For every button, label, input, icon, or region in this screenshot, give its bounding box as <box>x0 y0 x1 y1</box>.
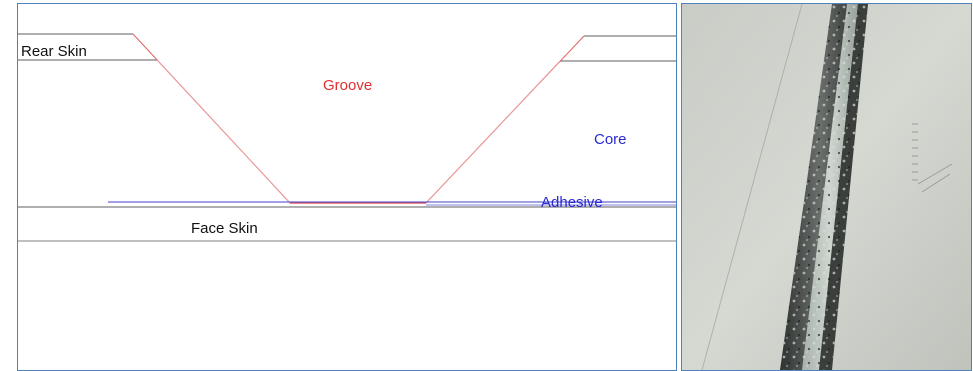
rear-skin-label: Rear Skin <box>21 43 87 60</box>
photo-right-marks <box>912 123 953 193</box>
groove-label: Groove <box>323 77 372 94</box>
groove-strip-speckle <box>780 4 868 370</box>
diagram-canvas: Rear Skin Groove Core Adhesive Face Skin <box>18 33 676 242</box>
adhesive-label: Adhesive <box>541 194 603 211</box>
photo-faint-line-left <box>701 4 803 370</box>
groove-left-wall-inner <box>156 59 291 204</box>
groove-cross-section-diagram: Rear Skin Groove Core Adhesive Face Skin <box>17 3 677 371</box>
core-label: Core <box>594 131 627 148</box>
groove-photo-canvas <box>682 4 971 370</box>
groove-photo <box>681 3 972 371</box>
groove-right-wall-inner <box>425 60 561 204</box>
face-skin-label: Face Skin <box>191 220 258 237</box>
